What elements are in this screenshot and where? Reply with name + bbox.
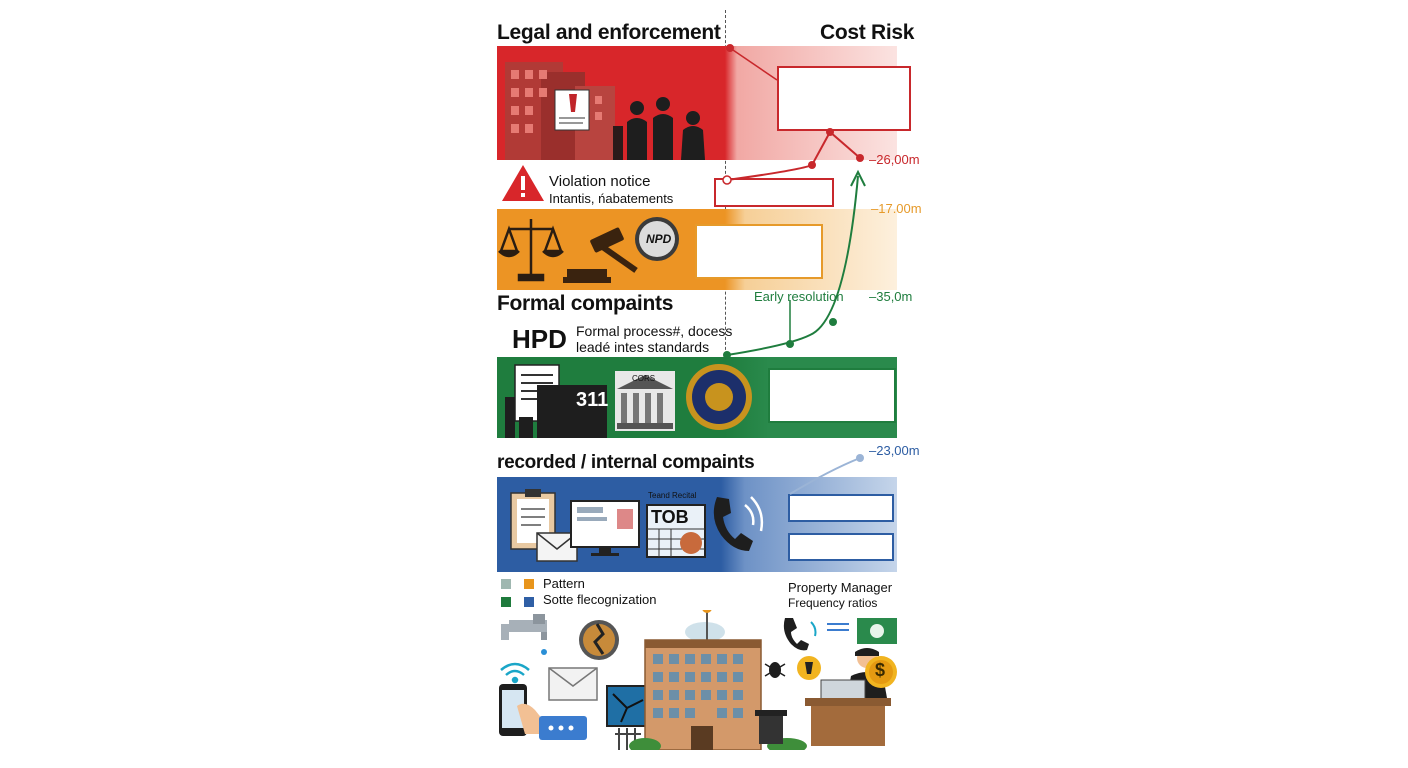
smartphone-icon xyxy=(499,684,527,736)
legal-value-box xyxy=(777,66,911,131)
calendar-icon xyxy=(646,504,706,558)
legend-square-gray-1 xyxy=(501,579,511,589)
property-manager-title: Property Manager xyxy=(788,580,893,595)
hpd-label: HPD xyxy=(512,324,567,354)
recorded-band xyxy=(497,477,897,572)
property-manager-icon xyxy=(805,648,891,746)
building-door-icon xyxy=(691,726,713,750)
early-resolution-label: Early resolution xyxy=(754,289,844,304)
phone-call-icon xyxy=(783,618,817,651)
warning-icon xyxy=(500,163,546,208)
maintenance-alert-icon xyxy=(797,656,821,680)
risk-value-4: –23,00m xyxy=(869,443,920,458)
legend-item-recognization: Sotte flecognization xyxy=(543,592,657,607)
cost-risk-header: Cost Risk xyxy=(820,21,915,44)
fence-icon xyxy=(615,728,641,750)
trash-can-icon xyxy=(755,710,787,744)
legend-item-pattern: Pattern xyxy=(543,576,585,591)
tob-label: TOB xyxy=(651,507,689,527)
hpd-line-1: Formal process#, docess xyxy=(576,323,733,339)
legend-square-orange xyxy=(524,579,534,589)
pest-icon xyxy=(764,662,786,678)
formal-illustration xyxy=(505,364,752,438)
gavel-icon xyxy=(563,227,638,283)
money-exchange-icon xyxy=(857,618,897,644)
scales-of-justice-icon xyxy=(498,219,564,282)
violation-notice-subtitle: Intantis, ńabatements xyxy=(549,191,674,206)
recorded-value-box-1 xyxy=(788,494,894,522)
recorded-value-box-2 xyxy=(788,533,894,561)
risk-value-1: –26,00m xyxy=(869,152,920,167)
enforcement-value-box xyxy=(695,224,823,279)
government-seal-icon xyxy=(686,364,752,430)
legend-square-green xyxy=(501,597,511,607)
dollar-coin-icon xyxy=(865,656,897,688)
phone-ringing-icon xyxy=(713,496,764,551)
wifi-icon xyxy=(500,662,530,684)
faucet-icon xyxy=(501,614,547,655)
dollar-sign-label: $ xyxy=(875,660,886,680)
section-title-legal: Legal and enforcement xyxy=(497,21,721,44)
recorded-small-label: Teand Recital xyxy=(648,491,697,500)
hpd-line-2: leadé intes standards xyxy=(576,339,710,355)
legal-band-illustration xyxy=(505,62,705,160)
formal-value-box xyxy=(768,368,896,423)
property-manager-subtitle: Frequency ratios xyxy=(788,596,878,610)
monitor-icon xyxy=(570,500,640,556)
city-silhouette-icon xyxy=(505,385,607,438)
phone-311-label: 311 xyxy=(576,389,609,411)
bottom-illustration xyxy=(499,610,897,750)
violation-value-box xyxy=(714,178,834,207)
section-title-recorded: recorded / internal compaints xyxy=(497,452,755,473)
notice-document-icon xyxy=(554,89,590,131)
hand-icon xyxy=(517,703,543,734)
risk-value-3: –35,0m xyxy=(869,289,913,304)
broken-window-icon xyxy=(606,685,648,727)
section-title-formal: Formal compaints xyxy=(497,292,674,315)
npd-badge-icon xyxy=(635,217,679,261)
wall-crack-icon xyxy=(579,620,619,660)
enforcement-illustration xyxy=(498,217,679,283)
people-silhouette-icon xyxy=(613,97,705,160)
courthouse-label: CORS xyxy=(632,374,656,383)
risk-value-2: –17.00m xyxy=(871,201,922,216)
legend-square-blue xyxy=(524,597,534,607)
npd-badge-label: NPD xyxy=(646,232,672,246)
violation-notice-title: Violation notice xyxy=(549,173,651,190)
chat-bubble-icon xyxy=(539,716,587,740)
courthouse-icon xyxy=(615,371,675,431)
recorded-illustration xyxy=(510,489,764,562)
transfer-arrows-icon xyxy=(827,623,849,631)
mail-icon xyxy=(548,667,598,701)
